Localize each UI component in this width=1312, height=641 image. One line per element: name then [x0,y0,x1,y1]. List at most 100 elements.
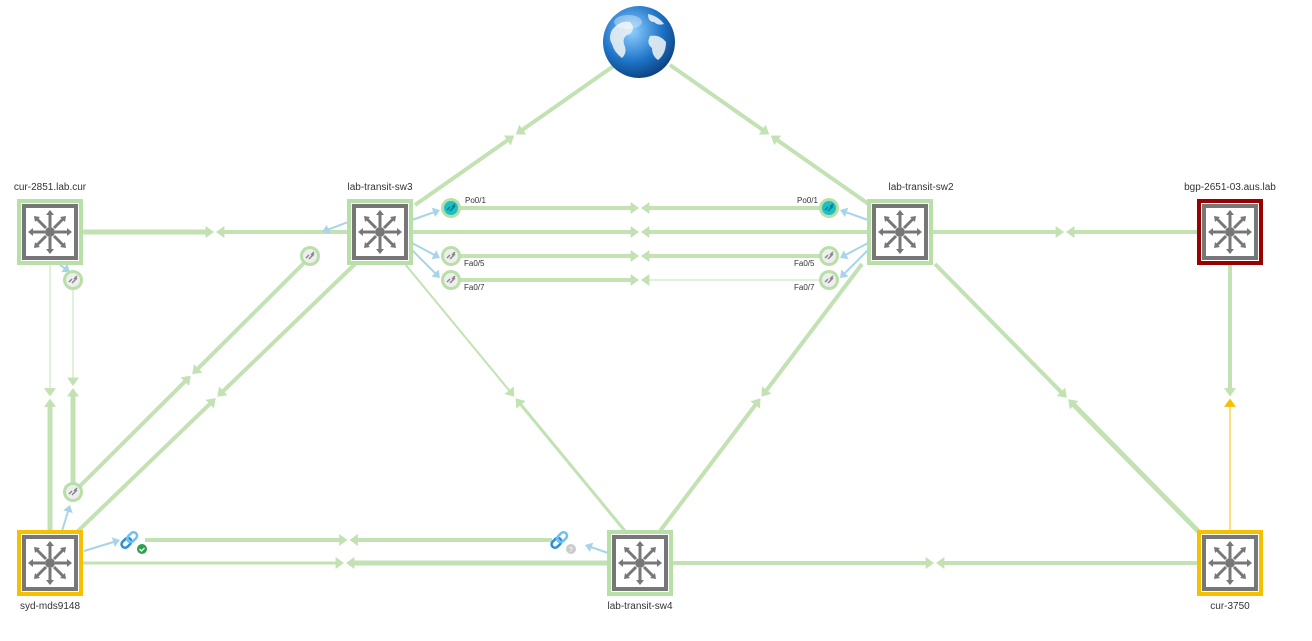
link-syd-sw4-2[interactable] [82,557,608,569]
link-cur2851-sw3[interactable] [82,226,348,238]
device-node-cur3750[interactable] [1197,530,1263,596]
port-sw3-fa0-5[interactable] [441,246,461,266]
link-sw3-sw2[interactable] [412,226,868,238]
link-internet-sw3[interactable] [413,63,617,207]
link-arrowhead [641,274,650,286]
node-label-syd-mds9148: syd-mds9148 [19,601,81,612]
link-sw3-sw4[interactable] [404,263,627,532]
chain-link-icon [550,536,563,549]
link-arrowhead [936,557,945,569]
arrow-line [411,242,436,257]
port-sw2-po0-1[interactable] [819,198,839,218]
link-sw3-sw2-fa0-7[interactable] [460,274,820,286]
port-fill [822,273,836,287]
link-sw3-syd-portchannel[interactable] [76,260,307,490]
link-chain-sw4[interactable] [550,531,569,549]
arrow-line [843,249,869,275]
device-node-sw4[interactable] [607,530,673,596]
check-icon [137,544,147,554]
link-arrowhead [346,557,355,569]
link-cur2851-syd[interactable] [44,264,56,531]
link-arrowhead [216,226,225,238]
chain-link-icon [125,531,139,544]
switch-icon [1202,204,1258,260]
switch-icon [872,204,928,260]
link-sw2-bgp[interactable] [932,226,1198,238]
link-sw3-sw2-fa0-5[interactable] [460,250,820,262]
device-node-sw3[interactable] [347,199,413,265]
switch-icon [22,204,78,260]
link-sw3-syd[interactable] [76,262,357,533]
link-arrowhead [205,226,214,238]
chain-link-icon [305,251,315,260]
link-segment [193,260,307,373]
chain-link-icon [68,487,78,496]
port-fill [822,201,836,215]
link-chain-syd[interactable] [120,531,139,549]
port-syd[interactable] [63,482,83,502]
port-label-sw2-fa0-5: Fa0/5 [794,259,815,268]
device-node-sw2[interactable] [867,199,933,265]
switch-icon [612,535,668,591]
port-label-sw3-fa0-7: Fa0/7 [464,283,485,292]
internet-globe-icon[interactable] [603,6,675,78]
link-sw4-cur3750[interactable] [672,557,1198,569]
port-sw2-fa0-5[interactable] [819,246,839,266]
link-arrowhead [339,534,348,546]
link-segment [658,400,760,533]
link-arrowhead [1055,226,1064,238]
device-node-bgp[interactable] [1197,199,1263,265]
node-label-cur-3750: cur-3750 [1210,601,1250,612]
link-cur2851-syd-2[interactable] [67,287,79,487]
port-sw3-po0-1[interactable] [441,198,461,218]
node-label-bgp-2651: bgp-2651-03.aus.lab [1184,182,1276,193]
port-sw2-fa0-7[interactable] [819,270,839,290]
link-arrowhead [758,124,770,135]
status-ok-badge [137,544,147,554]
link-segment [517,63,617,134]
globe-continents [610,14,666,60]
link-arrowhead [630,202,639,214]
link-internet-sw2[interactable] [668,63,872,207]
link-arrowhead [180,375,191,386]
link-arrowhead [44,398,56,407]
link-sw3-sw2-po0-1[interactable] [460,202,820,214]
device-node-cur2851[interactable] [17,199,83,265]
link-bgp-cur3750[interactable] [1224,264,1236,531]
port-fill [66,485,80,499]
port-label-sw3-po0-1: Po0/1 [465,196,486,205]
link-arrowhead [44,388,56,397]
link-sw2-cur3750[interactable] [933,262,1202,535]
port-fill [822,249,836,263]
link-arrowhead [585,542,594,553]
arrow-line [845,211,869,221]
link-segment [762,262,864,395]
chain-link-icon [120,536,133,549]
port-direction-arrow [411,207,440,221]
device-node-syd[interactable] [17,530,83,596]
link-sw2-sw4[interactable] [658,262,864,533]
link-arrowhead [1224,398,1236,407]
link-arrowhead [770,135,782,146]
port-cur2851[interactable] [63,270,83,290]
arrow-line [61,510,70,532]
link-arrowhead [925,557,934,569]
port-direction-arrow [411,242,440,260]
switch-icon [22,535,78,591]
port-label-sw2-po0-1: Po0/1 [797,196,818,205]
port-sw3-portchannel[interactable] [300,246,320,266]
link-syd-sw4-1[interactable] [145,534,552,546]
link-segment [517,400,627,532]
link-arrowhead [503,135,515,146]
port-direction-arrow [840,249,869,278]
node-label-cur-2851: cur-2851.lab.cur [13,182,87,193]
link-arrowhead [630,274,639,286]
link-arrowhead [63,505,73,514]
arrow-line [844,242,869,257]
port-direction-arrow [322,221,349,235]
link-arrowhead [750,398,761,409]
arrow-line [59,264,66,270]
port-sw3-fa0-7[interactable] [441,270,461,290]
